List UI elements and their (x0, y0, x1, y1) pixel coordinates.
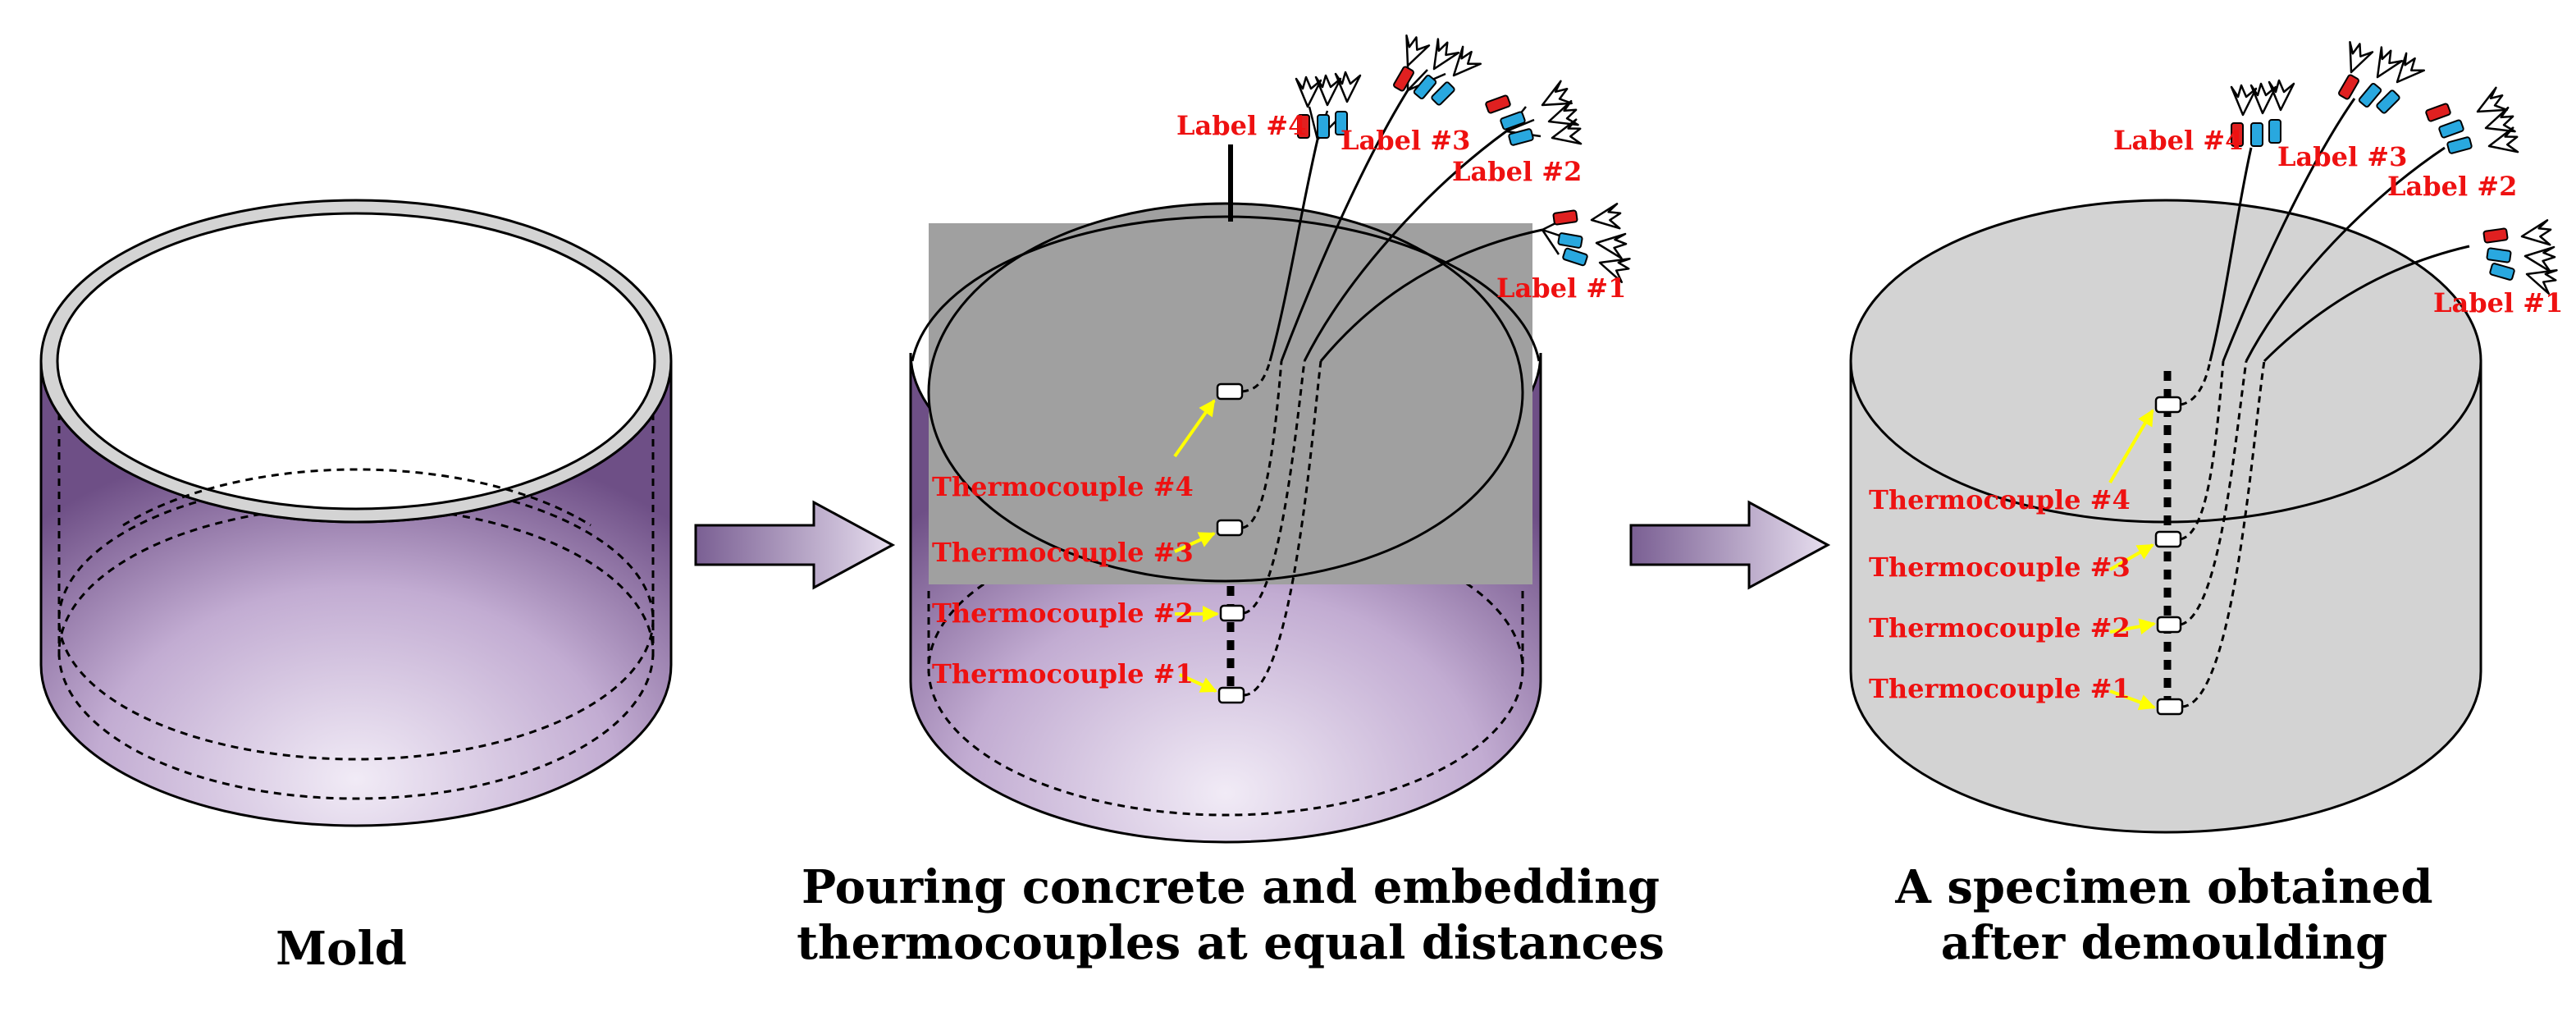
specimen-embedded-wires (2180, 360, 2266, 708)
pouring-exposed-wires (1268, 89, 1543, 362)
thermocouple-sensor-1 (1217, 686, 1245, 704)
pouring-label-1: Label #1 (1496, 272, 1626, 304)
pouring-connectors-1 (1541, 202, 1633, 285)
pouring-caption-line2: thermocouples at equal distances (797, 916, 1665, 970)
thermocouple-sensor-2 (1219, 604, 1245, 622)
specimen-label-4: Label #4 (2113, 125, 2243, 156)
mold-rim-inner (56, 212, 656, 511)
mold-inner-back-curve (122, 468, 591, 527)
specimen-caption-line1: A specimen obtained (1894, 860, 2432, 914)
mold-panel: Mold (39, 199, 673, 976)
pouring-thermocouple-2-label: Thermocouple #2 (932, 598, 1194, 629)
mold-caption: Mold (276, 922, 407, 976)
specimen-sensor-2 (2156, 616, 2182, 634)
pouring-thermocouple-4-label: Thermocouple #4 (932, 471, 1194, 502)
pouring-connectors-2 (1485, 79, 1586, 152)
pouring-pointer-arrows (1173, 399, 1219, 693)
specimen-label-3: Label #3 (2277, 141, 2407, 172)
pouring-sensors (1216, 382, 1245, 704)
pouring-label-4: Label #4 (1176, 110, 1306, 141)
specimen-label-2: Label #2 (2387, 171, 2517, 202)
specimen-caption-line2: after demoulding (1941, 916, 2388, 970)
specimen-pointer-arrows (2108, 409, 2156, 711)
flow-arrow-2 (1629, 500, 1831, 590)
specimen-thermocouple-3-label: Thermocouple #3 (1869, 552, 2131, 583)
specimen-panel: Thermocouple #4 Thermocouple #3 Thermoco… (1849, 39, 2563, 970)
specimen-thermocouple-2-label: Thermocouple #2 (1869, 612, 2131, 643)
pouring-connectors-3 (1393, 33, 1484, 106)
flow-arrow-1 (694, 500, 896, 590)
thermocouple-sensor-3 (1216, 519, 1244, 537)
pouring-thermocouple-1-label: Thermocouple #1 (932, 658, 1194, 689)
pouring-panel: Thermocouple #4 Thermocouple #3 Thermoco… (797, 33, 1665, 970)
specimen-sensor-3 (2154, 530, 2182, 548)
specimen-thermocouple-1-label: Thermocouple #1 (1869, 673, 2131, 704)
thermocouple-sensor-4 (1216, 382, 1244, 401)
specimen-sensor-1 (2156, 698, 2184, 716)
pouring-inner-bottom-edge (927, 521, 1524, 817)
pouring-caption-line1: Pouring concrete and embedding (802, 860, 1660, 914)
specimen-connectors-1 (2482, 218, 2560, 296)
specimen-connectors-3 (2338, 39, 2428, 114)
mold-inner-floor-edge (57, 479, 655, 761)
pouring-label-2: Label #2 (1452, 156, 1582, 187)
specimen-sensor-4 (2154, 396, 2182, 414)
pouring-thermocouple-3-label: Thermocouple #3 (932, 537, 1194, 568)
specimen-connectors-4 (2230, 79, 2295, 147)
pouring-embedded-wires (1241, 360, 1322, 697)
pouring-rim-back (911, 215, 1541, 362)
pouring-connectors-4 (1295, 71, 1362, 140)
specimen-thermocouple-4-label: Thermocouple #4 (1869, 484, 2131, 515)
specimen-label-1: Label #1 (2433, 287, 2563, 318)
specimen-exposed-wires (2208, 98, 2470, 363)
specimen-connectors-2 (2425, 85, 2523, 160)
pouring-label-3: Label #3 (1341, 125, 1470, 156)
specimen-top-face (1849, 199, 2482, 524)
